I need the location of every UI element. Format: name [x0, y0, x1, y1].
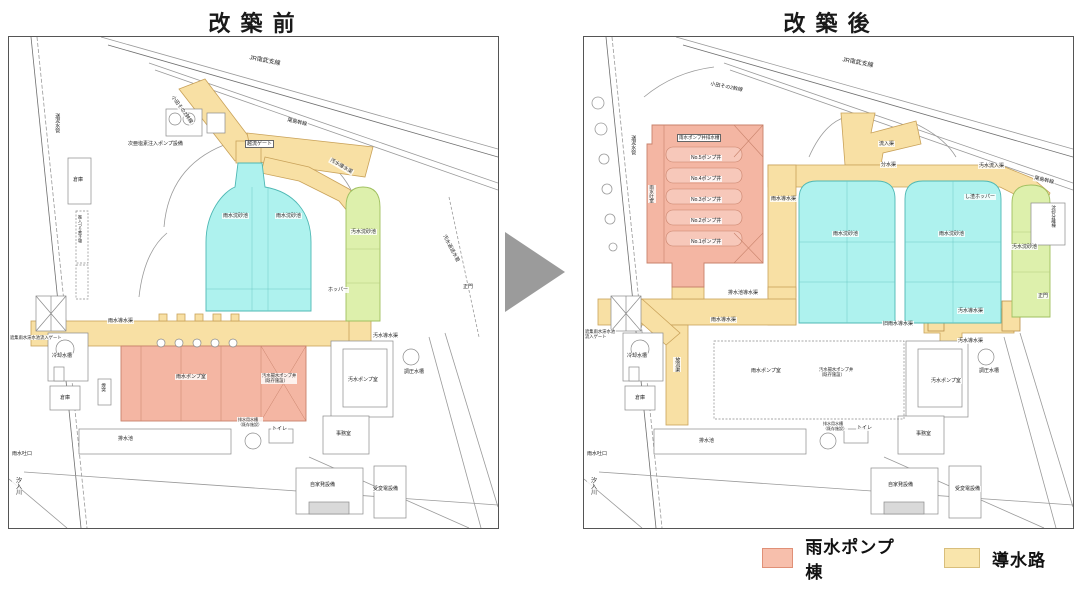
map-label: 沈砂分離棟: [1050, 205, 1058, 228]
transition-arrow-icon: [505, 232, 565, 312]
map-label: 汚水沈砂池: [1011, 244, 1039, 251]
map-label: 排水用水槽 （既存施設）: [237, 417, 263, 427]
pump-building-detail: [663, 124, 764, 264]
map-label: 汐入川: [12, 477, 22, 495]
rain-grit-tanks-detail: [799, 181, 1001, 323]
map-label: No.4ポンプ井: [690, 176, 723, 183]
before-title: 改 築 前: [208, 11, 297, 36]
rain-grit-tanks: [798, 180, 1002, 324]
map-label: 送泥水管: [629, 135, 638, 155]
map-label: 雨水沈砂池: [832, 231, 860, 238]
legend-swatch: [944, 548, 980, 568]
map-label: 正門: [462, 284, 475, 291]
before-map-panel: JR南武支線小田その2幹線尾島幹線汚水導水渠次亜塩素注入ポンプ設備越流ゲート雨水…: [8, 36, 499, 529]
map-label: 汚水ポンプ室: [347, 377, 379, 384]
map-label: 汚水導水渠: [372, 333, 400, 340]
map-label: No.5ポンプ井: [690, 155, 723, 162]
map-label: 雨水ポンプ室: [750, 368, 782, 375]
map-label: 受変電設備: [954, 486, 982, 493]
map-label: 調圧水槽: [403, 369, 426, 376]
rain-grit-tank: [205, 162, 312, 312]
map-label: 送泥水管: [53, 113, 62, 133]
map-label: 汚水揚水ポンプ井 （既存施設）: [818, 367, 855, 378]
before-map-drawing: [9, 37, 498, 528]
legend-swatch: [762, 548, 794, 568]
map-label: 汚水導水渠: [957, 338, 985, 345]
map-label: 遮集雨水滞水池流入ゲート: [9, 335, 63, 341]
legend-label: 導水路: [992, 550, 1046, 570]
legend-label: 雨水ポンプ棟: [805, 538, 895, 582]
map-label: 雨水沈砂池: [275, 213, 303, 220]
map-label: 雨水沈砂池: [222, 213, 250, 220]
map-label: 煙突: [100, 383, 108, 392]
map-label: 雨水ポンプ室: [175, 374, 207, 381]
rain-grit-tank-detail: [206, 187, 311, 311]
site-linework: [584, 37, 1073, 528]
map-label: 雨水吐室: [648, 185, 656, 203]
map-label: No.1ポンプ井: [690, 239, 723, 246]
map-label: 雨水ポンプ井排水槽: [677, 134, 722, 142]
map-label: 次亜塩素注入ポンプ設備: [127, 141, 184, 148]
map-label: 汚水流入渠: [978, 163, 1006, 170]
map-label: 受変電設備: [372, 486, 400, 493]
after-map-drawing: [584, 37, 1073, 528]
map-label: 排水池: [698, 438, 716, 445]
map-label: 排水池: [117, 436, 135, 443]
map-label: し渣ホッパー: [964, 194, 997, 201]
map-label: トイレ: [856, 425, 874, 432]
map-label: 事務室: [915, 431, 933, 438]
map-label: 排水用水槽 （既存施設）: [822, 421, 848, 431]
after-title: 改 築 後: [783, 11, 872, 36]
map-label: 倉庫: [634, 395, 647, 402]
map-label: 自家発設備: [887, 482, 915, 489]
buildings: [35, 108, 420, 519]
map-label: 倉庫: [72, 177, 85, 184]
map-label: 汚水導水渠: [957, 308, 985, 315]
map-label: 自家発設備: [309, 482, 337, 489]
map-label: 搬入づり置き場: [77, 215, 84, 243]
pump-building-zone: [646, 124, 764, 288]
map-label: 流入渠: [878, 141, 896, 148]
buildings: [610, 202, 1066, 519]
map-label: 倉庫: [59, 395, 72, 402]
map-label: ホッパー: [327, 287, 350, 294]
map-label: 冷却水槽: [626, 353, 649, 360]
map-label: 雨水吐口: [586, 451, 609, 458]
map-label: 排水池導水渠: [727, 290, 760, 297]
map-label: 汚水ポンプ室: [930, 378, 962, 385]
map-label: 放流渠: [673, 357, 682, 372]
map-label: 雨水導水渠: [107, 318, 135, 325]
map-label: No.3ポンプ井: [690, 197, 723, 204]
sewage-grit-tank: [345, 186, 381, 322]
map-label: トイレ: [271, 426, 289, 433]
map-label: 正門: [1037, 293, 1050, 300]
legend: 雨水ポンプ棟導水路雨水沈砂池汚水沈砂池: [762, 533, 1080, 590]
map-label: 雨水沈砂池: [938, 231, 966, 238]
map-label: 汚水揚水ポンプ井 （既存施設）: [261, 373, 298, 384]
map-label: 遮集雨水滞水池 流入ゲート: [584, 329, 617, 340]
map-label: 分水渠: [880, 162, 898, 169]
legend-item: 導水路: [944, 533, 1080, 583]
map-label: 事務室: [335, 431, 353, 438]
map-label: 雨水導水渠: [710, 317, 738, 324]
map-label: 汐入川: [587, 477, 597, 495]
map-label: No.2ポンプ井: [690, 218, 723, 225]
sewage-grit-tank-detail: [346, 248, 380, 284]
map-label: 汚水沈砂池: [350, 229, 378, 236]
map-label: 雨水吐口: [11, 451, 34, 458]
legend-item: 雨水ポンプ棟: [762, 533, 898, 583]
map-label: 調圧水槽: [978, 368, 1001, 375]
map-label: 冷却水槽: [51, 353, 74, 360]
map-label: 旧雨水導水渠: [882, 321, 915, 328]
map-label: 越流ゲート: [245, 140, 275, 149]
map-label: 雨水導水渠: [770, 196, 798, 203]
